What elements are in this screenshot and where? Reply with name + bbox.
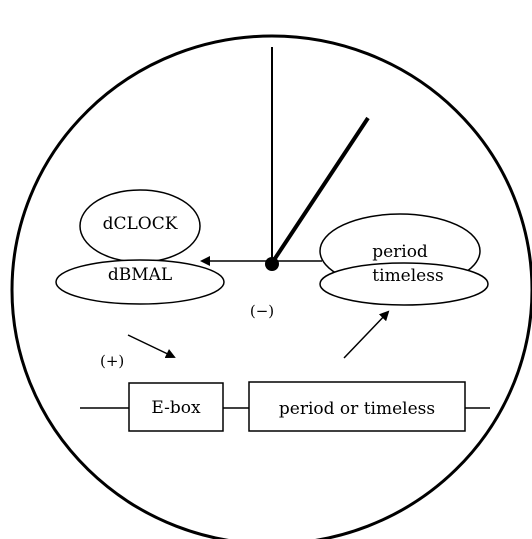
gene-label: period or timeless: [279, 399, 435, 419]
activation-arrow: [127, 334, 176, 359]
ebox-element: E-box: [128, 382, 224, 432]
dbmal-node: dBMAL: [55, 259, 225, 305]
clock-hour-hand: [270, 116, 370, 265]
dclock-node: dCLOCK: [79, 189, 201, 263]
clock-center-dot: [265, 257, 279, 271]
clock-face-circle: [10, 34, 532, 539]
ebox-label: E-box: [151, 398, 201, 418]
dclock-label: dCLOCK: [103, 214, 178, 234]
timeless-label: timeless: [372, 266, 443, 286]
expression-arrow: [343, 310, 390, 359]
repression-sign: (−): [250, 302, 274, 320]
dbmal-label: dBMAL: [108, 265, 172, 285]
period-label: period: [372, 242, 428, 262]
timeless-node: timeless: [319, 262, 489, 306]
activation-sign: (+): [100, 352, 124, 370]
gene-element: period or timeless: [248, 381, 466, 432]
